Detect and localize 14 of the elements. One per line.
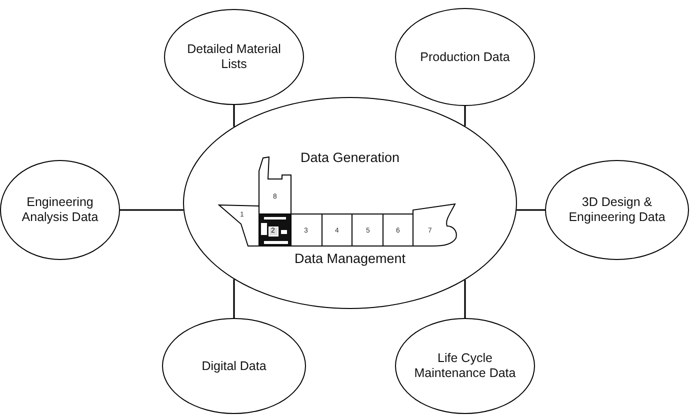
connector-line	[233, 105, 235, 127]
node-label: Detailed Material Lists	[186, 42, 282, 72]
node-label: Life Cycle Maintenance Data	[413, 351, 517, 381]
connector-line	[464, 280, 466, 318]
connector-line	[120, 209, 184, 211]
connector-line	[464, 106, 466, 126]
node-label: 3D Design & Engineering Data	[568, 195, 666, 225]
node-label: Engineering Analysis Data	[20, 195, 100, 225]
node-label: Production Data	[420, 50, 510, 64]
connector-line	[233, 279, 235, 318]
node-label: Digital Data	[202, 358, 266, 374]
connector-line	[516, 209, 545, 211]
node-label: Data Management	[293, 251, 407, 266]
node-label: Data Generation	[299, 150, 401, 165]
